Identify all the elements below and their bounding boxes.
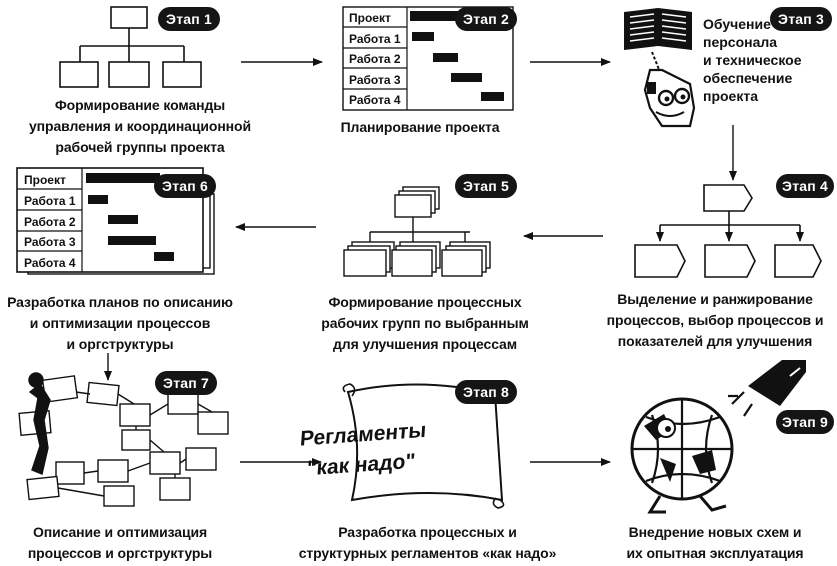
gantt-large-row-label: Работа 1 — [24, 194, 76, 208]
gantt-bar-work-2 — [108, 215, 138, 224]
gantt-bar-work-1 — [88, 195, 108, 204]
caption-line: проекта — [703, 88, 758, 104]
stage-3-badge: Этап 3 — [770, 7, 832, 31]
gantt-small-row-label: Работа 4 — [349, 93, 401, 107]
flow-arrows — [104, 58, 737, 466]
caption-line: Формирование команды — [54, 97, 226, 113]
gantt-small-row-label: Проект — [349, 11, 391, 25]
caption-line: рабочих групп по выбранным — [321, 315, 529, 331]
stage-5-badge: Этап 5 — [455, 174, 517, 198]
stage-1-caption: Формирование команды управления и коорди… — [10, 95, 270, 158]
stage-4-process-hierarchy-icon — [634, 184, 822, 278]
caption-line: рабочей группы проекта — [55, 139, 225, 155]
gantt-small-row-label: Работа 1 — [349, 32, 401, 46]
caption-line: Выделение и ранжирование — [617, 291, 813, 307]
stage-7-process-map-icon — [18, 372, 229, 507]
caption-line: Разработка планов по описанию — [7, 294, 233, 310]
gantt-bar-work-4 — [154, 252, 174, 261]
stage-7-badge: Этап 7 — [155, 371, 217, 395]
stage-3-caption: Обучение персонала и техническое обеспеч… — [703, 15, 823, 105]
caption-line: Описание и оптимизация — [32, 524, 208, 540]
caption-line: показателей для улучшения — [617, 333, 813, 349]
stage-3-learner-icon — [643, 51, 696, 128]
stage-9-badge: Этап 9 — [776, 410, 834, 434]
gantt-small-row-label: Работа 2 — [349, 52, 401, 66]
stage-9-globe-rocket-icon — [630, 360, 806, 514]
caption-line: Внедрение новых схем и — [628, 524, 802, 540]
stage-5-caption: Формирование процессных рабочих групп по… — [310, 292, 540, 355]
stage-3-book-icon — [624, 8, 692, 50]
stage-9-caption: Внедрение новых схем и их опытная эксплу… — [605, 522, 825, 564]
stage-4-caption: Выделение и ранжирование процессов, выбо… — [600, 289, 830, 352]
gantt-bar-work-4 — [481, 92, 504, 101]
stage-1-badge: Этап 1 — [158, 7, 220, 31]
stage-6-caption: Разработка планов по описанию и оптимиза… — [0, 292, 240, 355]
caption-line: управления и координационной — [28, 118, 251, 134]
caption-line: процессов и оргструктуры — [27, 545, 213, 561]
stage-8-badge: Этап 8 — [455, 380, 517, 404]
stage-2-badge: Этап 2 — [455, 7, 517, 31]
gantt-large-row-label: Работа 2 — [24, 215, 76, 229]
caption-line: персонала — [703, 34, 778, 50]
caption-line: обеспечение — [703, 70, 793, 86]
gantt-large-row-label: Проект — [24, 173, 66, 187]
caption-line: и оргструктуры — [66, 336, 174, 352]
caption-line: структурных регламентов «как надо» — [298, 545, 557, 561]
caption-line: процессов, выбор процессов и — [606, 312, 824, 328]
gantt-bar-work-3 — [451, 73, 482, 82]
stage-4-badge: Этап 4 — [776, 174, 834, 198]
caption-line: Планирование проекта — [340, 119, 500, 135]
gantt-large-row-label: Работа 3 — [24, 235, 76, 249]
gantt-bar-project — [86, 173, 160, 183]
caption-line: Разработка процессных и — [338, 524, 517, 540]
stage-8-caption: Разработка процессных и структурных регл… — [285, 522, 570, 564]
gantt-bar-work-1 — [412, 32, 434, 41]
gantt-large-row-label: Работа 4 — [24, 256, 76, 270]
stage-2-caption: Планирование проекта — [320, 117, 520, 138]
caption-line: их опытная эксплуатация — [626, 545, 804, 561]
stage-6-badge: Этап 6 — [154, 174, 216, 198]
stage-6-gantt-stack — [16, 167, 215, 275]
caption-line: и техническое — [703, 52, 802, 68]
stage-7-caption: Описание и оптимизация процессов и оргст… — [10, 522, 230, 564]
gantt-bar-project — [410, 11, 464, 21]
caption-line: для улучшения процессам — [333, 336, 517, 352]
stage-1-org-chart-icon — [59, 6, 202, 88]
gantt-bar-work-2 — [433, 53, 458, 62]
stage-5-working-groups-icon — [343, 186, 491, 277]
caption-line: и оптимизации процессов — [29, 315, 211, 331]
caption-line: Формирование процессных — [328, 294, 522, 310]
gantt-bar-work-3 — [108, 236, 156, 245]
caption-line: Обучение — [703, 16, 771, 32]
gantt-small-row-label: Работа 3 — [349, 73, 401, 87]
